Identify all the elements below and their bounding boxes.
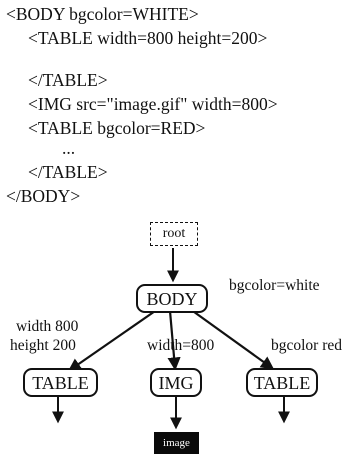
table-node-second: TABLE [246,368,318,397]
code-line-img: <IMG src="image.gif" width=800> [28,94,278,114]
table1-attribute-width: width 800 [16,318,79,335]
tree-edges [52,248,290,430]
code-line-body-open: <BODY bgcolor=WHITE> [6,4,199,24]
dom-tree-diagram: root BODY bgcolor=white width 800 height… [0,215,364,469]
img-attribute-label: width=800 [147,337,215,354]
code-line-table-open: <TABLE width=800 height=200> [28,28,268,48]
image-content-box: image [154,432,199,454]
edge-body-to-table2 [189,308,275,370]
html-code-listing: <BODY bgcolor=WHITE> <TABLE width=800 he… [0,0,364,215]
code-line-table-red-close: </TABLE> [28,162,108,182]
table1-attribute-height: height 200 [10,337,76,354]
edge-body-to-img [167,310,181,371]
code-line-table-red-open: <TABLE bgcolor=RED> [28,118,206,138]
root-node: root [150,222,198,246]
body-attribute-label: bgcolor=white [229,277,320,294]
edge-body-to-table1 [67,308,159,372]
code-line-body-close: </BODY> [6,186,81,206]
body-node: BODY [136,284,208,313]
img-node: IMG [150,368,202,397]
code-line-table-close: </TABLE> [28,70,108,90]
code-line-ellipsis: ... [62,138,76,158]
table-node-first: TABLE [23,368,98,397]
table2-attribute-label: bgcolor red [271,337,343,354]
